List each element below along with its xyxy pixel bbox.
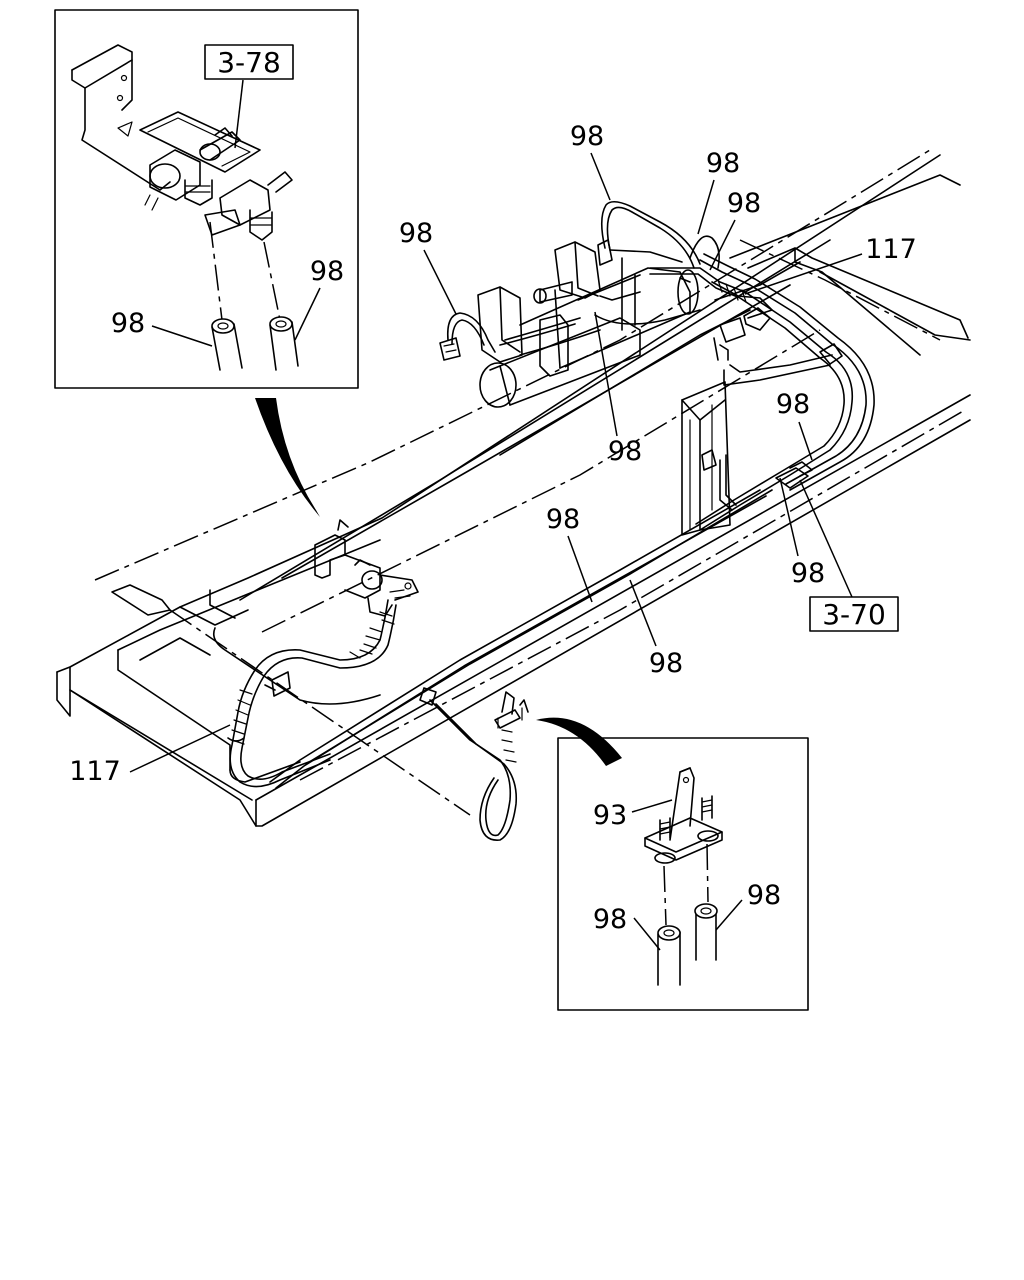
inset-top-left-hoses: [211, 316, 299, 371]
ref-3-78-text: 3-78: [217, 46, 281, 79]
inset-bottom-right-bracket: [644, 767, 723, 926]
label-98-top-left: 98: [399, 218, 433, 249]
label-98-cylinder-line: 98: [608, 436, 642, 467]
inset-top-left: 3-78 98 98: [54, 9, 359, 389]
label-117-left: 117: [69, 756, 121, 787]
inset-br-label-98-right: 98: [747, 880, 781, 911]
inset-tl-label-98-left: 98: [111, 308, 145, 339]
label-98-top-a: 98: [570, 121, 604, 152]
forward-valve-group: [314, 519, 419, 617]
chassis-frame: [56, 149, 971, 827]
cylinder-assembly: [439, 200, 746, 408]
inset-bottom-right-frame: [557, 737, 809, 1011]
ref-box-3-78: [204, 44, 294, 80]
ref-3-70-text: 3-70: [822, 598, 886, 631]
inset-top-left-valve-assembly: [71, 44, 293, 321]
inset-bottom-right: 93 98 98: [557, 737, 809, 1011]
main-callouts: 98 98 98 98 117 98 98 98 3-70 98 98 117: [69, 121, 917, 787]
label-98-top-b: 98: [706, 148, 740, 179]
detail-arrow-top-left: [255, 398, 320, 517]
inset-br-label-93: 93: [593, 800, 627, 831]
label-98-top-c: 98: [727, 188, 761, 219]
label-117-top: 117: [865, 234, 917, 265]
inset-br-label-98-left: 98: [593, 904, 627, 935]
inset-tl-label-98-right: 98: [310, 256, 344, 287]
inset-top-left-frame: [54, 9, 359, 389]
ref-box-3-70: [809, 596, 899, 632]
label-98-right-upper: 98: [776, 389, 810, 420]
label-98-center-lower: 98: [649, 648, 683, 679]
inset-bottom-right-hoses: [657, 903, 718, 986]
label-98-right-lower: 98: [791, 558, 825, 589]
label-98-center-upper: 98: [546, 504, 580, 535]
detail-arrow-bottom-right: [536, 717, 622, 766]
hose-routing: [227, 253, 875, 841]
